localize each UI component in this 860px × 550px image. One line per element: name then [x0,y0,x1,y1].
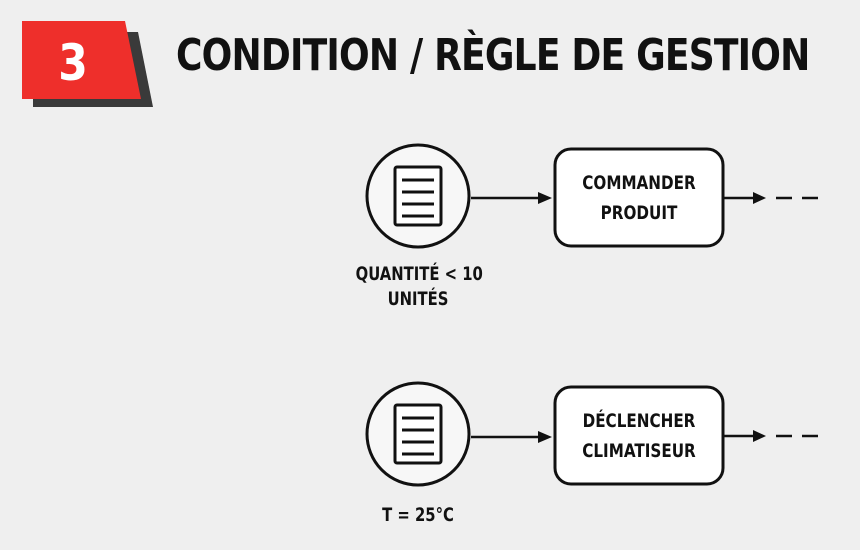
action-box [553,147,725,248]
event-label-line-1: QUANTITÉ < 10 [355,263,483,285]
flow-row-1: COMMANDER PRODUIT [365,143,818,249]
badge-shape [22,21,141,99]
flow-arrow [471,192,552,204]
step-number: 3 [58,34,88,92]
event-label: QUANTITÉ < 10 UNITÉS [355,262,483,312]
action-label-line-1: COMMANDER [582,172,695,194]
flow-arrow [471,431,552,443]
continuation-arrow [723,430,818,442]
event-label-line-1: T = 25°C [382,504,454,526]
flow-row-2: DÉCLENCHER CLIMATISEUR [365,381,818,487]
action-label-line-1: DÉCLENCHER [583,408,696,432]
event-label: T = 25°C [356,503,481,528]
action-label-line-2: CLIMATISEUR [582,440,695,462]
action-label-line-2: PRODUIT [601,202,678,224]
event-label-line-2: UNITÉS [387,288,449,310]
document-icon [365,381,471,487]
page-title: CONDITION / RÈGLE DE GESTION [176,30,810,81]
continuation-arrow [723,192,818,204]
step-badge: 3 [22,21,153,107]
document-icon [365,143,471,249]
action-box [553,385,725,486]
